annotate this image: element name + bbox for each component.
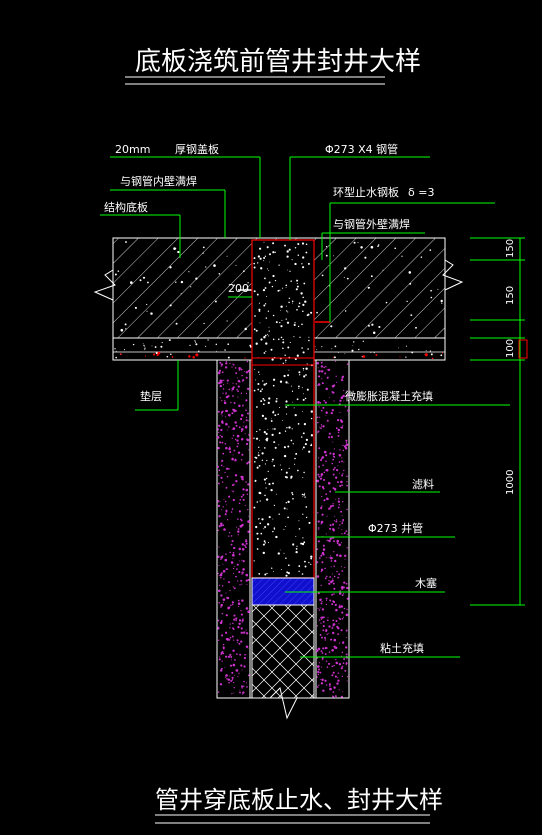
label-cushion: 垫层 [140, 389, 162, 403]
top-title: 底板浇筑前管井封井大样 [135, 47, 421, 77]
label-delta: δ =3 [408, 186, 434, 199]
dim-100-marker [518, 339, 528, 359]
label-weld-inner: 与钢管内壁满焊 [120, 174, 197, 188]
label-pipe-spec: Φ273 X4 钢管 [325, 142, 398, 156]
label-dim-200: 200 [228, 282, 249, 295]
dim-150-top: 150 [505, 239, 516, 258]
label-wood-plug: 木塞 [415, 576, 437, 590]
dim-1000: 1000 [505, 470, 516, 495]
break-line-bottom [217, 687, 349, 720]
label-base-slab: 结构底板 [104, 200, 148, 214]
label-20mm: 20mm [115, 143, 150, 156]
dim-150-mid: 150 [505, 286, 516, 305]
dimension-lines [470, 237, 525, 606]
label-waterstop: 环型止水钢板 [333, 185, 399, 199]
label-well-pipe: Φ273 井管 [368, 521, 423, 535]
label-clay-fill: 粘土充填 [380, 641, 424, 655]
filter-material-dots [216, 360, 349, 698]
clay-fill [251, 604, 315, 699]
leader-lines [100, 156, 510, 658]
break-line-right [442, 259, 464, 291]
dim-100: 100 [505, 339, 516, 358]
label-filter-material: 滤料 [412, 477, 434, 491]
label-steel-cover-plate: 厚钢盖板 [175, 142, 219, 156]
slab-aggregate-dots [114, 241, 443, 335]
concrete-fill [252, 240, 314, 578]
break-line-left [93, 269, 116, 301]
bottom-title: 管井穿底板止水、封井大样 [155, 786, 443, 814]
label-weld-outer: 与钢管外壁满焊 [333, 217, 410, 231]
concrete-fill-dots [253, 241, 314, 577]
label-concrete-fill: 微膨胀混凝土充填 [345, 389, 433, 403]
